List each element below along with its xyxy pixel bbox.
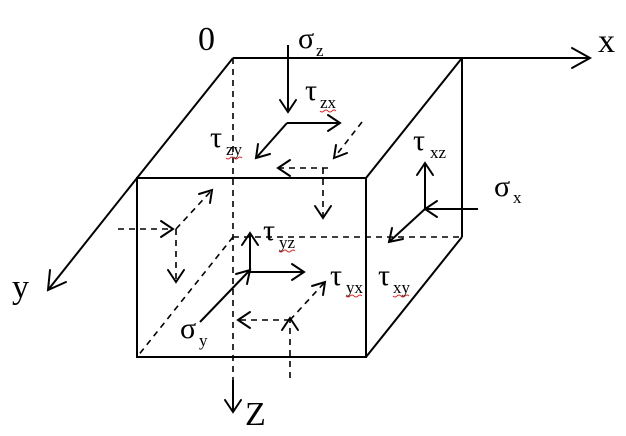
tau-yz-arrowhead: [241, 231, 259, 246]
tau-zx-symbol: τ: [305, 74, 317, 107]
sigma-y-arrow: [199, 269, 251, 323]
tau-yx-arrowhead: [291, 263, 306, 281]
label-tau-zx: τ zx: [305, 74, 337, 113]
sigma-z-subscript: z: [316, 41, 324, 60]
tau-zy-arrowhead: [254, 143, 271, 160]
y-axis-arrowhead: [46, 269, 67, 292]
tau-yx-symbol: τ: [330, 259, 342, 292]
tau-xz-arrowhead: [416, 161, 434, 176]
tau-xy-spell-underline: [392, 294, 410, 298]
tau-xy-arrow: [388, 208, 426, 243]
label-sigma-x: σ x: [494, 170, 522, 207]
tau-zx-spell-underline: [319, 109, 337, 113]
tau-xy-arrowhead: [387, 227, 404, 244]
sigma-z-arrowhead: [279, 99, 297, 114]
tau-yx-spell-underline: [345, 294, 363, 298]
right-face-stress-arrows: [387, 161, 478, 244]
y-axis: [47, 177, 138, 291]
sigma-z-symbol: σ: [298, 22, 314, 55]
hidden-arrow-top-diag-head: [332, 144, 348, 160]
tau-zy-arrow: [255, 122, 288, 159]
x-axis-label: x: [598, 23, 615, 60]
hidden-arrow-left-horizontal-head: [160, 220, 175, 238]
y-axis-label: y: [12, 269, 29, 306]
tau-yz-spell-underline: [278, 249, 296, 253]
tau-xz-symbol: τ: [413, 124, 425, 157]
tau-zy-symbol: τ: [210, 121, 222, 154]
z-axis-arrowhead: [224, 399, 242, 414]
hidden-arrow-back-up-head: [281, 316, 299, 331]
label-tau-yz: τ yz: [263, 214, 296, 253]
top-face-stress-arrows: [254, 45, 342, 160]
sigma-x-subscript: x: [513, 188, 522, 207]
tau-zy-subscript: zy: [226, 140, 243, 159]
label-tau-xy: τ xy: [378, 259, 411, 298]
label-sigma-y: σ y: [180, 312, 208, 350]
cube-visible-edges: [136, 57, 463, 358]
hidden-arrow-left-down-head: [167, 269, 185, 284]
tau-yz-symbol: τ: [263, 214, 275, 247]
back-face-hidden-arrows: [236, 280, 327, 378]
tau-xy-subscript: xy: [393, 278, 411, 297]
hidden-arrow-back-diag-head: [311, 280, 327, 296]
hidden-arrow-back-diag: [289, 281, 326, 321]
hidden-top-arrows: [276, 121, 363, 220]
cube-bottom-right-edge: [365, 236, 463, 358]
hidden-arrow-left-diag: [175, 189, 213, 230]
cube-front-face: [136, 177, 367, 358]
tau-zx-subscript: zx: [320, 93, 337, 112]
coordinate-axes: [46, 47, 593, 414]
tau-yx-subscript: yx: [346, 278, 364, 297]
tau-zx-arrowhead: [327, 114, 342, 132]
label-tau-zy: τ zy: [210, 121, 243, 160]
cube-top-left-edge: [136, 57, 234, 179]
sigma-y-subscript: y: [199, 331, 208, 350]
hidden-bottom-left-edge: [136, 236, 234, 358]
tau-xy-symbol: τ: [378, 259, 390, 292]
sigma-x-symbol: σ: [494, 170, 510, 203]
hidden-arrow-back-left-head: [236, 311, 251, 329]
hidden-arrow-top-down-head: [314, 205, 332, 220]
hidden-arrow-left-diag-head: [198, 188, 214, 204]
hidden-arrow-top-diag: [333, 121, 363, 159]
left-face-hidden-arrows: [118, 188, 214, 284]
front-face-stress-arrows: [199, 231, 306, 323]
cube-hidden-edges: [136, 58, 462, 380]
z-axis-label: Z: [245, 396, 266, 433]
label-tau-yx: τ yx: [330, 259, 364, 298]
label-tau-xz: τ xz: [413, 124, 447, 162]
tau-xz-subscript: xz: [430, 143, 447, 162]
x-axis-arrowhead: [571, 47, 593, 69]
sigma-y-symbol: σ: [180, 312, 196, 345]
hidden-arrow-top-left-head: [276, 159, 291, 177]
tau-yz-subscript: yz: [279, 233, 296, 252]
label-sigma-z: σ z: [298, 22, 324, 60]
tau-zy-spell-underline: [225, 156, 243, 160]
origin-label: 0: [198, 21, 215, 58]
cube-top-right-edge: [365, 57, 463, 179]
